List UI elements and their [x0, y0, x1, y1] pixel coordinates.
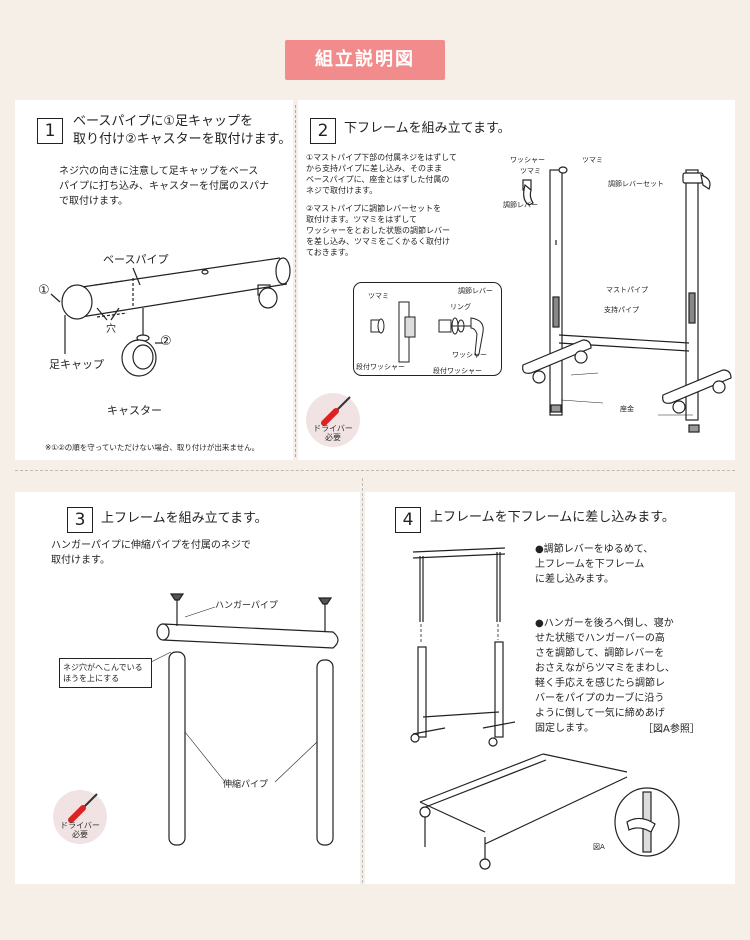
label-mast-pipe: マストパイプ	[606, 286, 648, 294]
step-number: 1	[37, 118, 63, 144]
assembly-illustration	[410, 547, 680, 870]
screwdriver-icon	[321, 396, 351, 426]
step-number: 2	[310, 118, 336, 144]
page-title: 組立説明図	[285, 40, 445, 80]
label-inset-fixed-washer-2: 段付ワッシャー	[433, 367, 482, 375]
step4-panel: 4 上フレームを下フレームに差し込みます。 ●調節レバーをゆるめて、上フレームを…	[365, 492, 735, 884]
driver-required-badge: ドライバー必要	[53, 790, 107, 844]
label-knob: ツマミ	[582, 156, 603, 164]
screwdriver-icon	[68, 793, 98, 823]
step-bullet1: ●調節レバーをゆるめて、上フレームを下フレームに差し込みます。	[535, 544, 654, 585]
label-circle2: ②	[160, 334, 172, 349]
label-caster: キャスター	[107, 404, 162, 417]
lower-frame-illustration	[522, 166, 732, 433]
step-heading: ベースパイプに①足キャップを 取り付け②キャスターを取付けます。	[73, 114, 292, 147]
driver-required-badge: ドライバー必要	[306, 393, 360, 447]
step-heading: 下フレームを組み立てます。	[344, 121, 511, 136]
base-pipe-illustration	[50, 257, 291, 377]
label-base-pipe: ベースパイプ	[103, 253, 169, 266]
divider	[362, 478, 363, 883]
divider	[15, 470, 735, 471]
label-base-washer: 座金	[620, 405, 634, 413]
label-inset-ring: リング	[450, 303, 471, 311]
step-note: ※①②の順を守っていただけない場合、取り付けが出来ません。	[45, 443, 260, 452]
step1-panel: 1 ベースパイプに①足キャップを 取り付け②キャスターを取付けます。 ネジ穴の向…	[15, 100, 293, 460]
label-knob-2: ツマミ	[520, 167, 541, 175]
step3-panel: 3 上フレームを組み立てます。 ハンガーパイプに伸縮パイプを付属のネジで取付けま…	[15, 492, 360, 884]
label-inset-fixed-washer: 段付ワッシャー	[356, 363, 405, 371]
step-body: ネジ穴の向きに注意して足キャップをベースパイプに打ち込み、キャスターを付属のスパ…	[59, 166, 269, 207]
step2-panel: 2 下フレームを組み立てます。 ①マストパイプ下部の付属ネジをはずしてから支持パ…	[298, 100, 735, 460]
label-screw-note: ネジ穴がへこんでいるほうを上にする	[59, 658, 152, 688]
label-circle1: ①	[38, 283, 50, 298]
label-support-pipe: 支持パイプ	[604, 306, 639, 314]
step-item2: ②マストパイプに調節レバーセットを取付けます。ツマミをはずしてワッシャーをとおし…	[306, 204, 450, 257]
upper-frame-illustration	[146, 593, 339, 846]
lever-parts-inset	[353, 282, 502, 376]
step-item1: ①マストパイプ下部の付属ネジをはずしてから支持パイプに差し込み、そのままベースパ…	[306, 153, 457, 195]
step-body: ハンガーパイプに伸縮パイプを付属のネジで取付けます。	[51, 540, 251, 566]
step-heading: 上フレームを下フレームに差し込みます。	[430, 510, 675, 525]
figure-ref: ［図A参照］	[643, 724, 700, 735]
label-washer: ワッシャー	[510, 156, 545, 164]
step-number: 3	[67, 507, 93, 533]
step-heading: 上フレームを組み立てます。	[101, 511, 268, 526]
label-fig-a: 図A	[593, 843, 605, 851]
label-extend-pipe: 伸縮パイプ	[223, 780, 269, 790]
label-hole: 穴	[106, 324, 116, 335]
label-lever-set: 調節レバーセット	[608, 180, 664, 188]
label-inset-knob: ツマミ	[368, 292, 389, 300]
divider	[295, 105, 296, 457]
label-hanger-pipe: ハンガーパイプ	[215, 601, 278, 611]
label-inset-lever: 調節レバー	[458, 287, 493, 295]
step-number: 4	[395, 507, 421, 533]
label-inset-washer: ワッシャー	[452, 351, 487, 359]
label-foot-cap: 足キャップ	[49, 358, 104, 371]
label-adjust-lever: 調節レバー	[503, 201, 538, 209]
step-bullet2: ●ハンガーを後ろへ倒し、寝かせた状態でハンガーバーの高さを調節して、調節レバーを…	[535, 618, 675, 734]
